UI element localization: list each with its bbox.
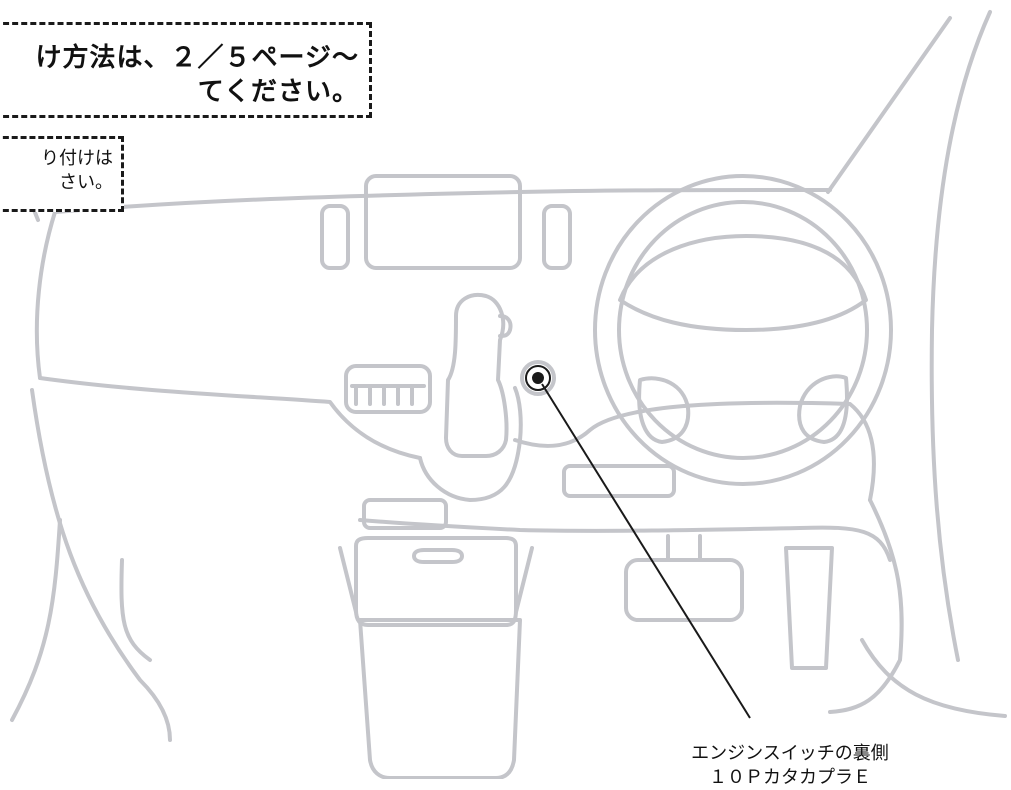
install-method-note: け方法は、２／５ページ～ てください。	[0, 22, 372, 118]
shift-lever	[444, 293, 509, 458]
right-a-pillar	[826, 16, 952, 194]
callout-line-2: １０ＰカタカプラＥ	[709, 767, 871, 788]
engine-switch-dot	[532, 372, 544, 384]
left-kick-panel	[119, 558, 152, 662]
callout-line-1: エンジンスイッチの裏側	[691, 743, 889, 764]
right-vent	[542, 204, 572, 270]
steering-wheel-outer	[593, 174, 893, 486]
dash-top	[53, 188, 832, 214]
console-right-side	[514, 546, 534, 614]
center-console	[418, 386, 523, 502]
steering-hub	[618, 234, 868, 332]
lower-left-slot	[362, 498, 448, 530]
accelerator-pedal	[784, 546, 834, 670]
lower-dash	[358, 518, 892, 562]
console-tray-slot	[412, 548, 464, 564]
steering-spoke-left	[637, 376, 691, 444]
mounting-line-2: さい。	[59, 172, 113, 193]
left-door-lower	[10, 518, 62, 722]
mounting-line-1: り付けは	[41, 148, 113, 169]
engine-switch-ring-inner	[525, 365, 551, 391]
right-lower-trim	[828, 498, 904, 714]
engine-switch-marker	[520, 360, 556, 396]
brake-pedal	[624, 558, 744, 622]
callout-leader-line	[541, 383, 751, 719]
engine-switch-callout: エンジンスイッチの裏側 １０ＰカタカプラＥ	[610, 742, 970, 790]
install-method-line-1: け方法は、２／５ページ～	[35, 43, 359, 73]
steering-wheel-inner	[617, 200, 869, 460]
dash-left-edge	[34, 210, 57, 380]
dash-lower-left	[38, 376, 422, 460]
lower-dash-left	[30, 388, 172, 742]
right-door-frame	[929, 10, 992, 662]
install-method-line-2: てください。	[197, 77, 359, 107]
right-knee-trim	[860, 638, 1007, 718]
lower-center-slot	[562, 464, 676, 498]
brake-pedal-stem	[666, 534, 702, 562]
dash-right-lower	[513, 400, 876, 502]
switch-panel	[344, 364, 432, 414]
console-left-side	[338, 546, 358, 614]
center-display	[364, 174, 522, 270]
switch-panel-buttons	[350, 384, 426, 406]
console-tray	[358, 618, 522, 780]
mounting-note: り付けは さい。	[0, 136, 124, 212]
shift-knob-tab	[498, 314, 513, 338]
left-vent	[320, 204, 350, 270]
steering-spoke-right	[797, 374, 849, 444]
